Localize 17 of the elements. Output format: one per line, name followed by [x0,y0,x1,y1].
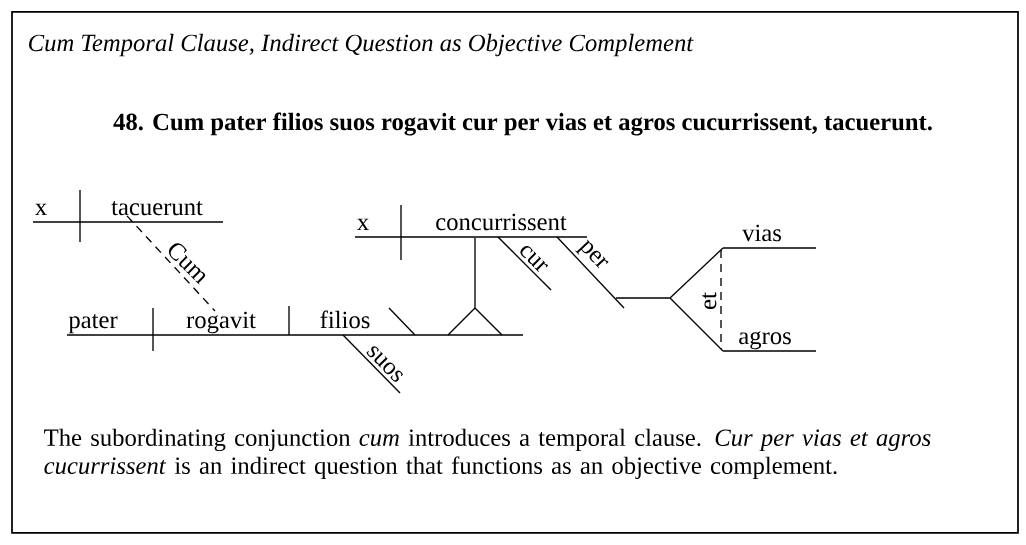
word-label: x [357,218,369,230]
dashed-connector [126,215,216,312]
word-label: agros [739,331,791,350]
word-label: pater [68,314,118,334]
word-label: concurrissent [436,213,567,231]
word-label: cur [520,245,549,272]
word-label: x [35,203,47,215]
word-label: filios [320,310,370,329]
word-label: tacuerunt [111,201,203,216]
caption-text: The subordinating conjunction cum introduces a temporal clause. Cur per vias et agros cucurrissent is an indirect question that functions as an objective complement. [44,428,931,479]
word-label: et [702,292,717,309]
word-label: suos [366,346,404,382]
sentence-heading: 48. Cum pater filios suos rogavit cur per vias et agros cucurrissent, tacuerunt. [113,112,932,136]
word-label: rogavit [186,311,256,334]
word-label: per [575,239,609,269]
title: Cum Temporal Clause, Indirect Question as Objective Complement [29,33,694,57]
word-label: vias [742,224,781,242]
